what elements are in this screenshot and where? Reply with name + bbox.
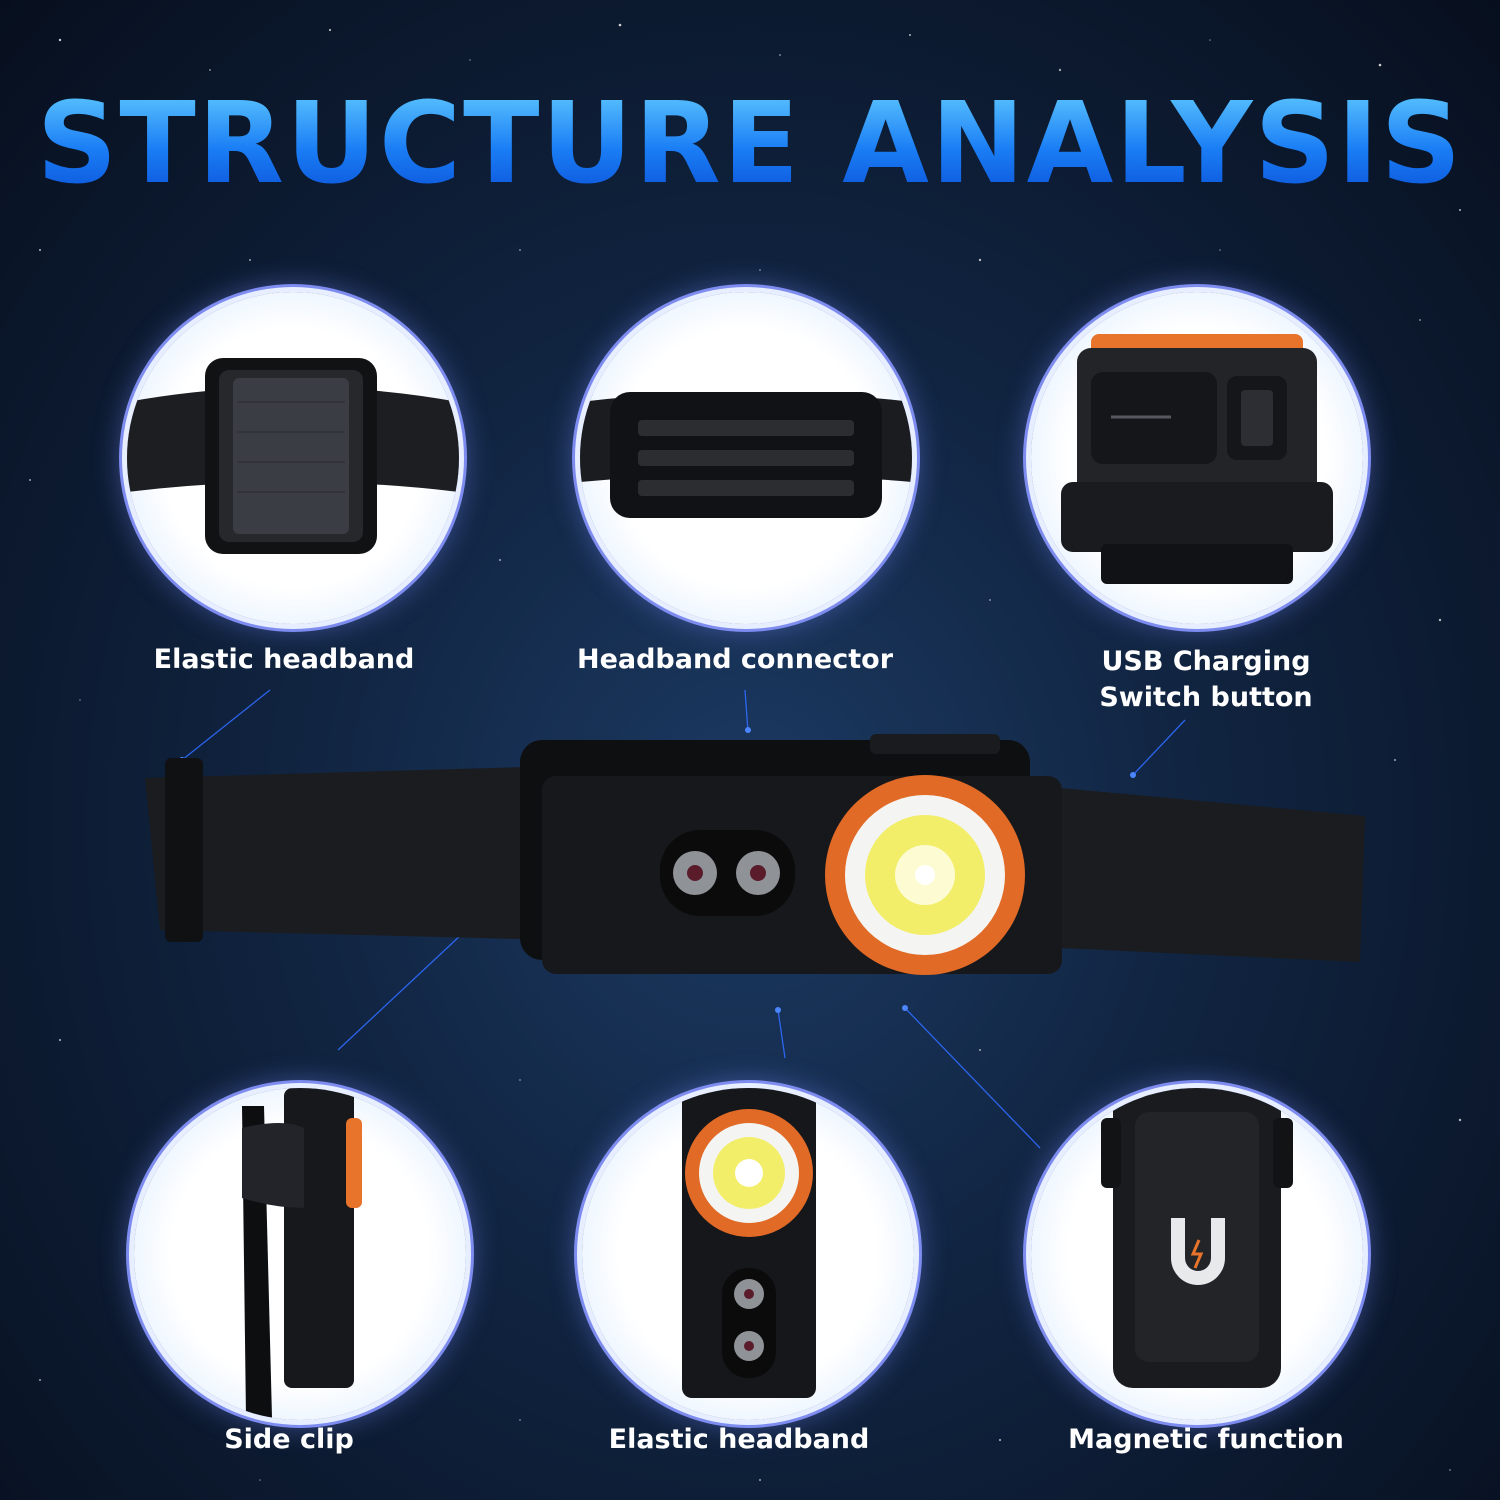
headlamp-main-image [140, 730, 1370, 1000]
feature-image-elastic-headband-bottom [582, 1088, 914, 1420]
feature-image-usb-charging [1031, 292, 1363, 624]
label-elastic-headband-top: Elastic headband [153, 644, 415, 675]
feature-image-elastic-headband-top [127, 292, 459, 624]
feature-image-headband-connector [580, 292, 912, 624]
label-usb-charging-line1: USB Charging [1101, 646, 1311, 677]
feature-image-side-clip [134, 1088, 466, 1420]
label-side-clip: Side clip [224, 1424, 354, 1455]
label-usb-charging: USB Charging Switch button [1030, 644, 1382, 716]
label-usb-charging-line2: Switch button [1099, 681, 1313, 713]
label-elastic-headband-bottom: Elastic headband [608, 1424, 870, 1455]
feature-image-magnetic-function [1031, 1088, 1363, 1420]
label-magnetic-function: Magnetic function [1068, 1424, 1344, 1455]
page-title: STRUCTURE ANALYSIS [0, 88, 1500, 200]
label-headband-connector: Headband connector [576, 644, 894, 675]
